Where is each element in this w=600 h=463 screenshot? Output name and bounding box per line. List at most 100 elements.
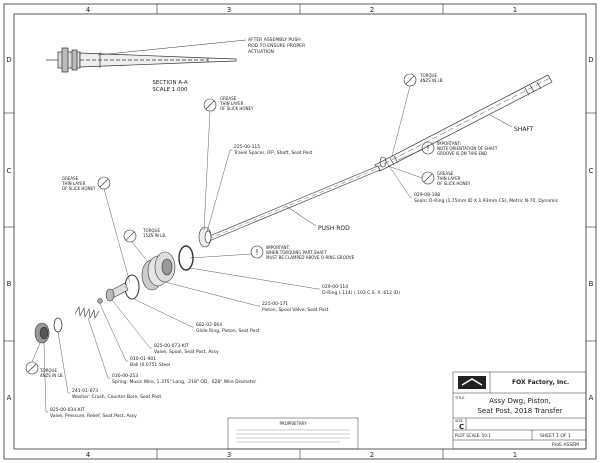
row-label: A bbox=[7, 394, 12, 402]
size-label: SIZE bbox=[455, 419, 463, 423]
column-label: 4 bbox=[86, 6, 91, 14]
svg-text:!: ! bbox=[426, 144, 429, 153]
torque-note: 15ZS IN LB. bbox=[143, 233, 166, 238]
important-balloon-shaft: ! bbox=[397, 141, 435, 161]
torque-note: TORQUE bbox=[419, 73, 437, 78]
part-desc: Seals: O-Ring (1.75mm ID X 1.93mm CS), M… bbox=[414, 198, 559, 204]
ball bbox=[97, 298, 103, 304]
part-desc: Piston, Spool Valve, Seat Post bbox=[262, 307, 329, 313]
sheet-number: SHEET 1 OF 1 bbox=[540, 433, 571, 439]
column-label: 4 bbox=[86, 451, 91, 459]
column-label: 3 bbox=[227, 6, 231, 14]
part-number: 225-00-115 bbox=[234, 144, 260, 150]
washer bbox=[53, 317, 63, 333]
part-number: 030-00-253 bbox=[112, 373, 138, 379]
confidential-fine-print bbox=[236, 429, 350, 443]
drawing-title: Assy Dwg, Piston, bbox=[489, 397, 551, 405]
piston bbox=[141, 251, 176, 291]
part-leaders bbox=[43, 149, 412, 413]
part-number: 029-00-114 bbox=[322, 284, 348, 290]
column-markers bbox=[4, 4, 596, 459]
leader-line bbox=[285, 205, 317, 227]
column-label: 2 bbox=[370, 6, 374, 14]
section-note: ROD TO ENSURE PROPER bbox=[248, 43, 305, 49]
confidential-block bbox=[227, 417, 359, 450]
important-note: MUST BE CLAMPED ABOVE O-RING GROOVE bbox=[266, 255, 355, 260]
part-number: 682-02-064 bbox=[196, 322, 222, 328]
grease-balloon-right bbox=[387, 165, 435, 185]
glide-ring bbox=[124, 274, 140, 300]
grease-note: OF SLICK HONEY bbox=[62, 186, 96, 191]
important-note: IMPORTANT: bbox=[437, 141, 461, 146]
leader-line bbox=[489, 114, 513, 128]
part-number: 010-01-901 bbox=[130, 356, 156, 362]
column-label: 1 bbox=[513, 6, 517, 14]
row-label: C bbox=[589, 167, 594, 175]
row-label: C bbox=[7, 167, 12, 175]
fox-logo bbox=[458, 376, 486, 389]
column-label: 2 bbox=[370, 451, 374, 459]
column-label: 1 bbox=[513, 451, 517, 459]
grease-note: THIN LAYER bbox=[436, 176, 461, 181]
part-desc: Valve, Spool, Seat Post, Assy bbox=[154, 349, 219, 355]
grease-balloon-top bbox=[203, 98, 217, 231]
torque-note: TORQUE bbox=[39, 368, 57, 373]
grease-balloon-left bbox=[97, 176, 131, 284]
torque-balloon-bottom bbox=[25, 342, 41, 375]
column-label: 3 bbox=[227, 451, 231, 459]
row-label: D bbox=[6, 56, 11, 64]
svg-text:!: ! bbox=[255, 248, 258, 257]
grease-note: GREASE bbox=[220, 96, 237, 101]
row-label: D bbox=[588, 56, 593, 64]
part-number: 241-01-073 bbox=[72, 388, 98, 394]
spring bbox=[74, 306, 100, 320]
leader-line bbox=[97, 39, 247, 56]
shaft-label: SHAFT bbox=[514, 126, 534, 133]
torque-note: 4NZS IN LB. bbox=[40, 373, 64, 378]
torque-note: TORQUE bbox=[142, 228, 160, 233]
torque-balloon-top-right bbox=[391, 73, 417, 157]
section-view bbox=[46, 47, 237, 73]
grease-note: GREASE bbox=[437, 171, 454, 176]
row-label: A bbox=[589, 394, 594, 402]
section-scale: SCALE 1.000 bbox=[152, 87, 188, 93]
part-desc: O-Ring (-114) (.103 C.S. X .612 ID) bbox=[322, 290, 400, 296]
important-balloon-torque: ! bbox=[189, 245, 264, 259]
company-name: FOX Factory, Inc. bbox=[512, 379, 569, 386]
grease-note: GREASE bbox=[62, 176, 79, 181]
push-rod-label: PUSH ROD bbox=[318, 225, 350, 232]
part-desc: Ball (0.0751 Steel bbox=[130, 362, 170, 368]
plot-scale: PLOT SCALE: 50:1 bbox=[455, 433, 491, 438]
row-label: B bbox=[7, 280, 12, 288]
part-number: 825-00-034-KIT bbox=[50, 407, 85, 413]
part-number: 029-08-198 bbox=[414, 192, 440, 198]
drawing-title: Seat Post, 2018 Transfer bbox=[477, 407, 562, 415]
push-rod bbox=[199, 165, 381, 245]
section-note: ACTUATION bbox=[248, 49, 274, 55]
important-note: GROOVE IS ON THIS END bbox=[437, 151, 487, 156]
important-note: WHEN TORQUING PART,SHAFT bbox=[266, 250, 327, 255]
title-label: TITLE bbox=[454, 396, 464, 400]
section-note: AFTER ASSEMBLY PUSH bbox=[248, 37, 301, 43]
part-desc: Glide Ring, Piston, Seat Post bbox=[196, 328, 260, 334]
row-label: B bbox=[589, 280, 594, 288]
travel-spacer bbox=[198, 226, 212, 248]
part-number: 825-00-073-KIT bbox=[154, 343, 189, 349]
drawing-inner-border bbox=[13, 13, 587, 450]
size-value: C bbox=[459, 423, 464, 431]
part-desc: Washer: Crush, Counter Bore, Seat Post bbox=[72, 394, 161, 400]
grease-note: OF SLICK HONEY bbox=[437, 181, 471, 186]
torque-balloon-mid bbox=[123, 229, 149, 263]
format-label: ProE ASSEM bbox=[552, 442, 579, 448]
title-block bbox=[452, 371, 587, 450]
grease-note: OF SLICK HONEY bbox=[220, 106, 254, 111]
shaft bbox=[374, 74, 553, 172]
section-title: SECTION A-A bbox=[152, 80, 187, 86]
torque-note: 4NZS IN LB. bbox=[420, 78, 444, 83]
grease-note: THIN LAYER bbox=[219, 101, 244, 106]
confidential-label: PROPRIETARY bbox=[279, 421, 307, 426]
part-number: 225-00-171 bbox=[262, 301, 288, 307]
part-desc: Spring: Music Wire, 1.375" Long, .218" O… bbox=[112, 379, 256, 385]
o-ring-small bbox=[379, 156, 387, 168]
